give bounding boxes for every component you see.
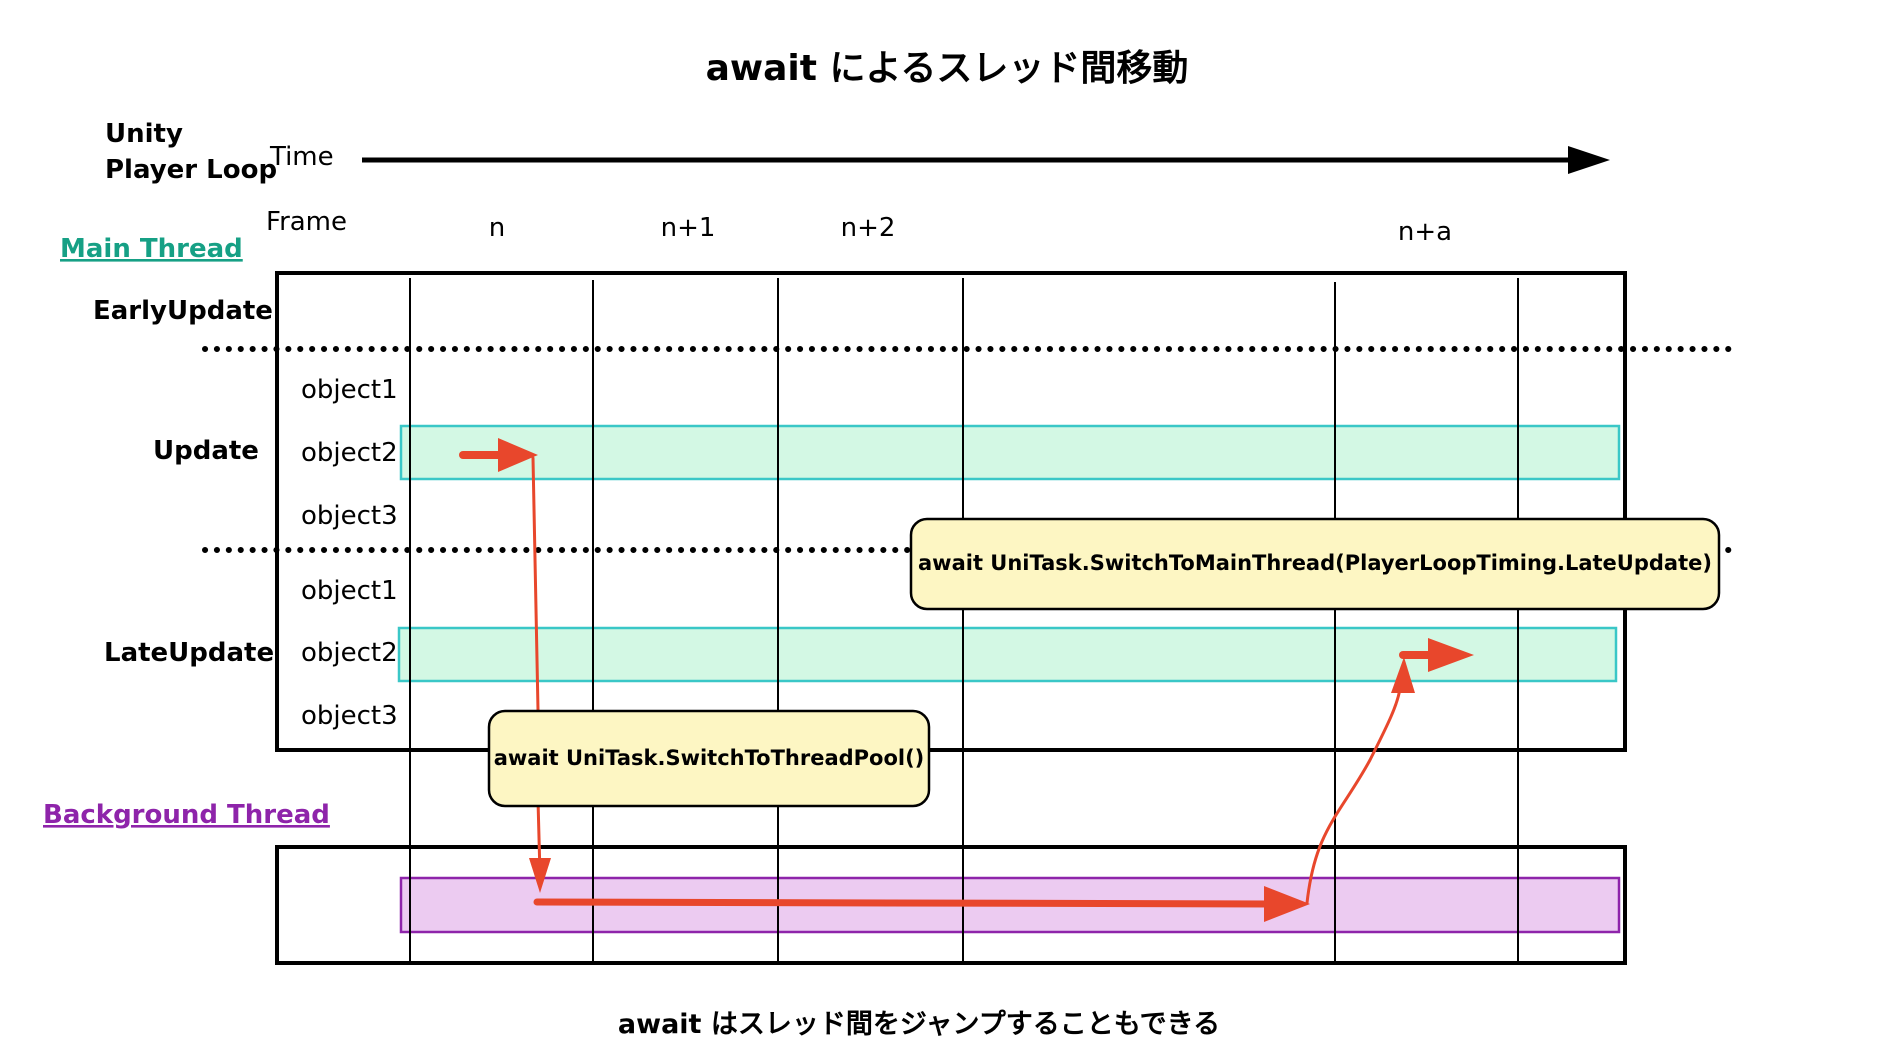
main-thread-callout	[909, 517, 1721, 611]
lateupdate-object3-label: object3	[301, 701, 398, 731]
update-object2-band	[399, 424, 1621, 481]
update-object3-label: object3	[301, 501, 398, 531]
late-update-label: LateUpdate	[104, 638, 274, 668]
arrowhead-down-icon	[529, 858, 551, 893]
flow-arrow-background	[533, 898, 1274, 908]
early-update-label: EarlyUpdate	[93, 296, 273, 326]
frame-na-label: n+a	[1398, 217, 1452, 247]
update-label: Update	[153, 436, 259, 466]
thread-pool-callout-text: await UniTask.SwitchToThreadPool()	[494, 746, 925, 770]
time-label: Time	[269, 142, 334, 172]
thread-pool-callout	[487, 709, 931, 808]
flow-arrow-down-upper	[531, 456, 540, 712]
background-thread-label: Background Thread	[43, 800, 330, 830]
footer-caption: await はスレッド間をジャンプすることもできる	[618, 1009, 1220, 1040]
frame-n1-label: n+1	[661, 213, 716, 243]
unity-label: Unity	[105, 119, 183, 149]
time-axis-arrowhead	[1568, 146, 1610, 174]
update-object2-label: object2	[301, 438, 398, 468]
frame-n-label: n	[489, 213, 505, 243]
main-thread-box	[275, 271, 1627, 752]
arrowhead-end-icon	[1428, 638, 1474, 672]
flow-arrowheads	[498, 438, 1474, 922]
arrowhead-up-icon	[1391, 657, 1415, 693]
background-thread-box	[275, 845, 1627, 965]
frame-n2-label: n+2	[841, 213, 896, 243]
main-thread-label: Main Thread	[60, 234, 243, 264]
lateupdate-object1-label: object1	[301, 576, 398, 606]
diagram-title: await によるスレッド間移動	[706, 48, 1189, 89]
arrowhead-right-icon	[1264, 886, 1310, 922]
flow-arrow-up-curve	[1305, 686, 1402, 905]
update-object1-label: object1	[301, 375, 398, 405]
arrowhead-start-icon	[498, 438, 538, 472]
main-thread-callout-text: await UniTask.SwitchToMainThread(PlayerL…	[918, 551, 1712, 575]
lateupdate-object2-label: object2	[301, 638, 398, 668]
player-loop-label-text: Player Loop	[105, 155, 277, 185]
frame-label: Frame	[266, 207, 347, 237]
